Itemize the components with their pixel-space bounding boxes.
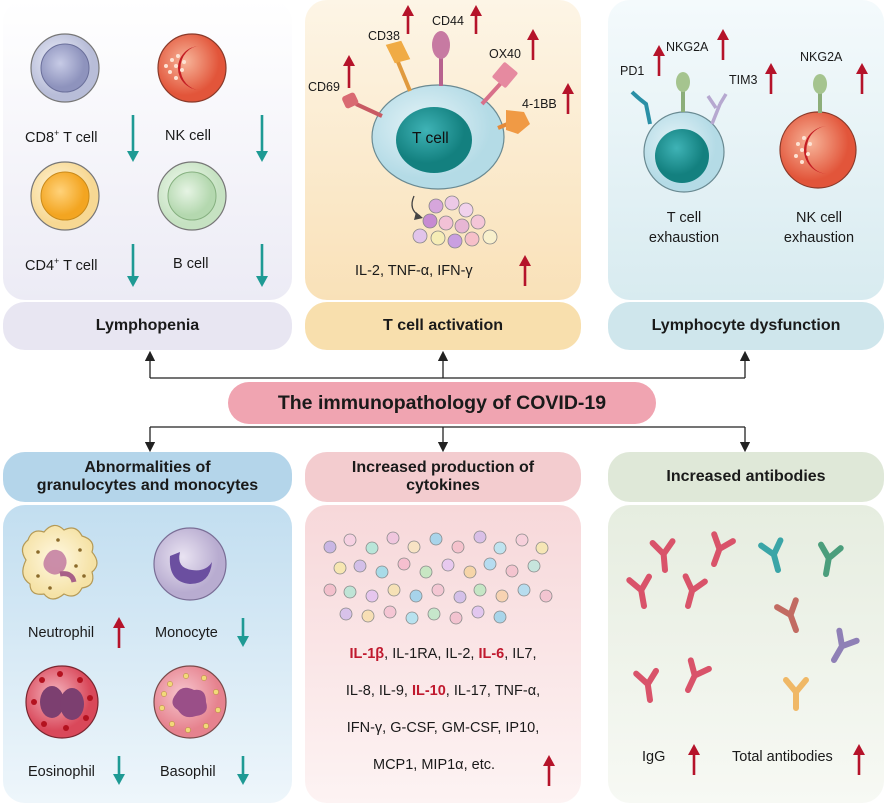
activation-up-arrows bbox=[343, 5, 574, 286]
granulocytes-title: Abnormalities of granulocytes and monocy… bbox=[3, 452, 292, 502]
basophil-icon bbox=[153, 665, 227, 739]
nk-label: NK cell bbox=[165, 128, 211, 144]
cytokine-row-4: MCP1, MIP1α, etc. bbox=[318, 757, 550, 773]
antibodies-up-arrows bbox=[688, 744, 865, 775]
nkg2a-label-1: NKG2A bbox=[666, 40, 709, 54]
cd69-label: CD69 bbox=[308, 80, 340, 94]
lymphopenia-down-arrows bbox=[127, 115, 268, 287]
nkg2a-label-2: NKG2A bbox=[800, 50, 843, 64]
neutrophil-label: Neutrophil bbox=[28, 625, 95, 641]
cytokine-text: IFN-γ, G-CSF, GM-CSF, IP10, bbox=[346, 720, 540, 736]
ox40-receptor-icon bbox=[480, 62, 518, 106]
cd8-sup: + bbox=[54, 128, 60, 138]
cd4-sup: + bbox=[54, 256, 60, 266]
cd4-label: CD4+ T cell bbox=[25, 256, 97, 274]
4-1bb-label: 4-1BB bbox=[522, 97, 557, 111]
cd8-label: CD8+ T cell bbox=[25, 128, 97, 146]
cytokine-row-1: IL-1β, IL-1RA, IL-2, IL-6, IL7, bbox=[318, 646, 568, 662]
monocyte-icon bbox=[153, 527, 227, 601]
cytokine-row-3: IFN-γ, G-CSF, GM-CSF, IP10, bbox=[318, 720, 568, 736]
tcell-exhaustion-line2: exhaustion bbox=[648, 230, 720, 246]
igg-label: IgG bbox=[642, 749, 666, 765]
lymphopenia-title: Lymphopenia bbox=[3, 302, 292, 350]
total-antibody-icons bbox=[761, 540, 857, 708]
cd4-tcell-text: T cell bbox=[63, 257, 98, 274]
cytokines-up-arrow bbox=[543, 755, 555, 786]
tcell-exhaustion-line1: T cell bbox=[666, 210, 702, 226]
cytokine-text: MCP1, MIP1α, etc. bbox=[373, 757, 495, 773]
cytokines-title-line2: cytokines bbox=[406, 477, 480, 494]
cytokine-text: , IL7, bbox=[504, 646, 537, 662]
total-antibodies-label: Total antibodies bbox=[732, 749, 833, 765]
nkg2a-receptor-icon bbox=[676, 72, 690, 112]
cytokine-row-2: IL-8, IL-9, IL-10, IL-17, TNF-α, bbox=[318, 683, 568, 699]
cytokine-text: , IL-17, TNF-α, bbox=[445, 683, 541, 699]
dysfunction-title: Lymphocyte dysfunction bbox=[608, 302, 884, 350]
cd8-text: CD8 bbox=[25, 129, 55, 146]
nk-exhaustion-line2: exhaustion bbox=[783, 230, 855, 246]
highlighted-cytokine: IL-10 bbox=[411, 683, 446, 699]
cd38-label: CD38 bbox=[368, 29, 400, 43]
cytokine-text: IL-8, IL-9, bbox=[345, 683, 412, 699]
activated-tcell-label: T cell bbox=[412, 130, 449, 147]
antibodies-title: Increased antibodies bbox=[608, 452, 884, 502]
highlighted-cytokine: IL-1β bbox=[349, 646, 385, 662]
cytokine-text: , IL-1RA, IL-2, bbox=[384, 646, 479, 662]
cd69-receptor-icon bbox=[342, 92, 383, 118]
igg-antibody-icons bbox=[629, 534, 733, 701]
cd44-receptor-icon bbox=[432, 31, 450, 86]
nk-exhaustion-line1: NK cell bbox=[796, 210, 842, 226]
center-title: The immunopathology of COVID-19 bbox=[228, 382, 656, 424]
exhausted-tcell-icon bbox=[643, 111, 725, 193]
tcell-exhaustion-label: T cell exhaustion bbox=[640, 208, 728, 248]
cytokines-panel bbox=[305, 505, 581, 803]
activated-tcell-icon bbox=[371, 84, 505, 190]
tim3-receptor-icon bbox=[706, 93, 728, 125]
bcell-label: B cell bbox=[173, 256, 209, 272]
exhausted-nk-cell-icon bbox=[779, 74, 857, 189]
cytokines-title-line1: Increased production of bbox=[351, 458, 535, 476]
cytokines-title: Increased production of cytokines bbox=[305, 452, 581, 502]
4-1bb-receptor-icon bbox=[497, 110, 530, 134]
cd38-receptor-icon bbox=[385, 40, 412, 92]
monocyte-label: Monocyte bbox=[155, 625, 218, 641]
cd8-tcell-text: T cell bbox=[63, 129, 98, 146]
neutrophil-icon bbox=[21, 524, 98, 600]
cd8-tcell-icon bbox=[30, 33, 100, 103]
basophil-label: Basophil bbox=[160, 764, 216, 780]
eosinophil-icon bbox=[25, 665, 99, 739]
dysfunction-up-arrows bbox=[653, 29, 868, 94]
pd1-receptor-icon bbox=[630, 90, 652, 125]
granulocytes-title-line1: Abnormalities of bbox=[84, 458, 211, 476]
activation-title: T cell activation bbox=[305, 302, 581, 350]
highlighted-cytokine: IL-6 bbox=[478, 646, 505, 662]
cd4-text: CD4 bbox=[25, 257, 55, 274]
activation-cytokines-label: IL-2, TNF-α, IFN-γ bbox=[355, 263, 473, 279]
cd44-label: CD44 bbox=[432, 14, 464, 28]
b-cell-icon bbox=[157, 161, 227, 231]
eosinophil-label: Eosinophil bbox=[28, 764, 95, 780]
tim3-label: TIM3 bbox=[729, 73, 758, 87]
pd1-label: PD1 bbox=[620, 64, 645, 78]
granulocytes-title-line2: granulocytes and monocytes bbox=[36, 477, 259, 494]
ox40-label: OX40 bbox=[489, 47, 521, 61]
secreted-cytokine-dots bbox=[412, 195, 498, 249]
cd4-tcell-icon bbox=[30, 161, 100, 231]
nk-cell-icon bbox=[157, 33, 227, 103]
granulocyte-arrows bbox=[113, 617, 249, 785]
nk-exhaustion-label: NK cell exhaustion bbox=[775, 208, 863, 248]
